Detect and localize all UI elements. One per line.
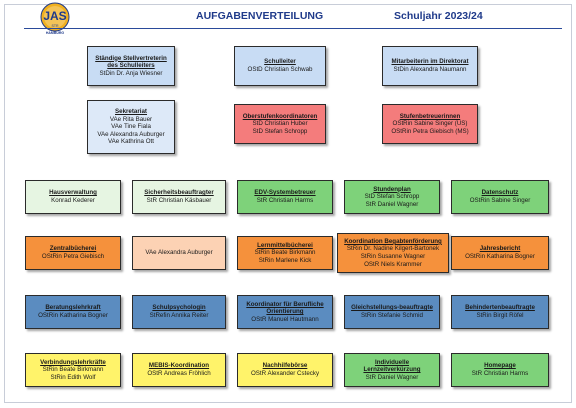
school-year: Schuljahr 2023/24 bbox=[394, 10, 483, 22]
box-line: OStR Niels Krammer bbox=[364, 260, 422, 268]
logo-text: JAS bbox=[43, 9, 66, 23]
box-title: MEBIS-Koordination bbox=[148, 362, 210, 370]
box-title: EDV-Systembetreuer bbox=[254, 189, 316, 197]
box-title: Behindertenbeauftragte bbox=[465, 304, 535, 312]
box-stufenbetreuerinnen: Stufenbetreuerinnen OStRin Sabine Singer… bbox=[382, 104, 478, 144]
box-line: VAe Alexandra Auburger bbox=[97, 130, 165, 138]
box-line: StRin Edith Wolf bbox=[50, 373, 96, 381]
box-vae-auburger: VAe Alexandra Auburger bbox=[132, 236, 226, 270]
box-lernmittelbuecherei: Lernmittelbücherei StRin Beate Birkmann … bbox=[237, 236, 333, 270]
box-edv-systembetreuer: EDV-Systembetreuer StR Christian Harms bbox=[237, 180, 333, 214]
box-line: StRin Beate Birkmann bbox=[42, 366, 104, 374]
box-line: StR Daniel Wagner bbox=[365, 200, 419, 208]
box-title: Datenschutz bbox=[481, 189, 519, 197]
box-line: OStRin Petra Giebisch bbox=[41, 253, 105, 260]
box-line: OStR Manuel Hautmann bbox=[251, 315, 319, 323]
logo-city: HAMBURG bbox=[46, 31, 65, 35]
header-divider bbox=[24, 28, 562, 29]
box-title: Koordination Begabtenförderung bbox=[344, 237, 442, 245]
box-line: VAe Rita Bauer bbox=[109, 115, 153, 123]
box-verbindungslehrkraefte: Verbindungslehrkräfte StRin Beate Birkma… bbox=[25, 353, 121, 387]
box-title: Nachhilfebörse bbox=[262, 362, 308, 370]
box-title: Sekretariat bbox=[115, 108, 147, 116]
box-line: OStRin Katharina Bogner bbox=[465, 253, 535, 260]
box-title: Mitarbeiterin im Direktorat bbox=[391, 58, 469, 66]
box-line: StR Christian Harms bbox=[256, 197, 314, 204]
box-line: StRin Susanne Wagner bbox=[360, 253, 426, 260]
box-line: OStRin Katharina Bogner bbox=[38, 312, 108, 319]
box-line: StDin Dr. Anja Wiesner bbox=[99, 69, 163, 77]
box-title: Sicherheitsbeauftragter bbox=[144, 189, 214, 197]
box-title: Beratungslehrkraft bbox=[45, 304, 101, 312]
box-title: Ständige Stellvertreterin des Schulleite… bbox=[95, 54, 167, 70]
box-title: Lernmittelbücherei bbox=[257, 241, 313, 249]
page-title: AUFGABENVERTEILUNG bbox=[196, 10, 324, 22]
box-title: Individuelle Lernzeitverkürzung bbox=[363, 358, 421, 374]
box-lernzeitverkuerzung: Individuelle Lernzeitverkürzung StR Dani… bbox=[344, 353, 440, 387]
box-begabtenfoerderung: Koordination Begabtenförderung StRin Dr.… bbox=[337, 233, 449, 273]
box-title: Zentralbücherei bbox=[49, 245, 97, 253]
box-title: Koordinator für Berufliche Orientierung bbox=[246, 300, 324, 316]
box-line: OStRin Petra Giebisch (MS) bbox=[391, 127, 469, 135]
box-zentralbuecherei: Zentralbücherei OStRin Petra Giebisch bbox=[25, 236, 121, 270]
box-beratungslehrkraft: Beratungslehrkraft OStRin Katharina Bogn… bbox=[25, 295, 121, 329]
box-schulleiter: Schulleiter OStD Christian Schwab bbox=[234, 46, 326, 86]
box-line: OStR Andreas Fröhlich bbox=[147, 370, 211, 377]
box-schulpsychologin: Schulpsychologin StRefin Annika Reiter bbox=[132, 295, 226, 329]
box-title: Stundenplan bbox=[373, 185, 411, 193]
box-line: VAe Alexandra Auburger bbox=[145, 249, 213, 257]
box-line: StR Daniel Wagner bbox=[365, 373, 419, 381]
box-line: StD Christian Huber bbox=[252, 120, 308, 128]
box-line: StRin Beate Birkmann bbox=[254, 249, 316, 257]
box-line: OStRin Sabine Singer (US) bbox=[392, 120, 468, 128]
box-title: Verbindungslehrkräfte bbox=[40, 358, 106, 366]
box-title: Schulpsychologin bbox=[152, 304, 206, 312]
box-line: StRin Birgit Röfel bbox=[476, 312, 524, 319]
box-jahresbericht: Jahresbericht OStRin Katharina Bogner bbox=[451, 236, 549, 270]
box-line: Konrad Kederer bbox=[51, 197, 95, 204]
box-sicherheitsbeauftragter: Sicherheitsbeauftragter StR Christian Kä… bbox=[132, 180, 226, 214]
box-line: StRin Marlene Kick bbox=[258, 256, 312, 264]
box-line: StD Stefan Schropp bbox=[252, 127, 308, 135]
box-mitarbeiterin-direktorat: Mitarbeiterin im Direktorat StDin Alexan… bbox=[382, 46, 478, 86]
box-line: VAe Tine Fiala bbox=[111, 123, 151, 131]
box-gleichstellungsbeauftragte: Gleichstellungs-beauftragte StRin Stefan… bbox=[344, 295, 440, 329]
box-mebis-koordination: MEBIS-Koordination OStR Andreas Fröhlich bbox=[132, 353, 226, 387]
box-datenschutz: Datenschutz OStRin Sabine Singer bbox=[451, 180, 549, 214]
box-line: StD Stefan Schropp bbox=[364, 193, 420, 201]
box-line: StRin Dr. Nadine Kilgert-Bartonek bbox=[346, 245, 440, 253]
box-line: StRin Stefanie Schmid bbox=[361, 312, 423, 319]
box-title: Jahresbericht bbox=[479, 245, 521, 253]
box-oberstufenkoordinatoren: Oberstufenkoordinatoren StD Christian Hu… bbox=[234, 104, 326, 144]
box-berufliche-orientierung: Koordinator für Berufliche Orientierung … bbox=[237, 295, 333, 329]
box-line: StR Christian Harms bbox=[471, 370, 529, 377]
box-sekretariat: Sekretariat VAe Rita Bauer VAe Tine Fial… bbox=[87, 100, 175, 154]
box-title: Oberstufenkoordinatoren bbox=[242, 112, 318, 120]
box-line: StRefin Annika Reiter bbox=[149, 312, 209, 319]
box-stundenplan: Stundenplan StD Stefan Schropp StR Danie… bbox=[344, 180, 440, 214]
box-title: Stufenbetreuerinnen bbox=[399, 112, 461, 120]
box-behindertenbeauftragte: Behindertenbeauftragte StRin Birgit Röfe… bbox=[451, 295, 549, 329]
header: JAS STR HAMBURG AUFGABENVERTEILUNG Schul… bbox=[0, 0, 576, 35]
box-title: Gleichstellungs-beauftragte bbox=[351, 304, 433, 312]
box-hausverwaltung: Hausverwaltung Konrad Kederer bbox=[25, 180, 121, 214]
box-line: StDin Alexandra Naumann bbox=[393, 66, 467, 73]
box-nachhilfeboerse: Nachhilfebörse OStR Alexander Cstecky bbox=[237, 353, 333, 387]
box-line: StR Christian Käsbauer bbox=[146, 197, 212, 204]
box-line: OStD Christian Schwab bbox=[247, 66, 313, 73]
box-line: OStR Alexander Cstecky bbox=[250, 370, 320, 377]
box-title: Homepage bbox=[484, 362, 516, 370]
box-homepage: Homepage StR Christian Harms bbox=[451, 353, 549, 387]
box-line: VAe Kathrina Ott bbox=[108, 138, 154, 146]
box-title: Schulleiter bbox=[264, 58, 296, 66]
box-line: OStRin Sabine Singer bbox=[469, 197, 531, 204]
school-logo: JAS STR HAMBURG bbox=[40, 2, 70, 35]
box-stellvertreterin: Ständige Stellvertreterin des Schulleite… bbox=[87, 46, 175, 86]
box-title: Hausverwaltung bbox=[49, 189, 97, 197]
page-frame bbox=[4, 4, 572, 403]
logo-sub: STR bbox=[52, 24, 59, 28]
